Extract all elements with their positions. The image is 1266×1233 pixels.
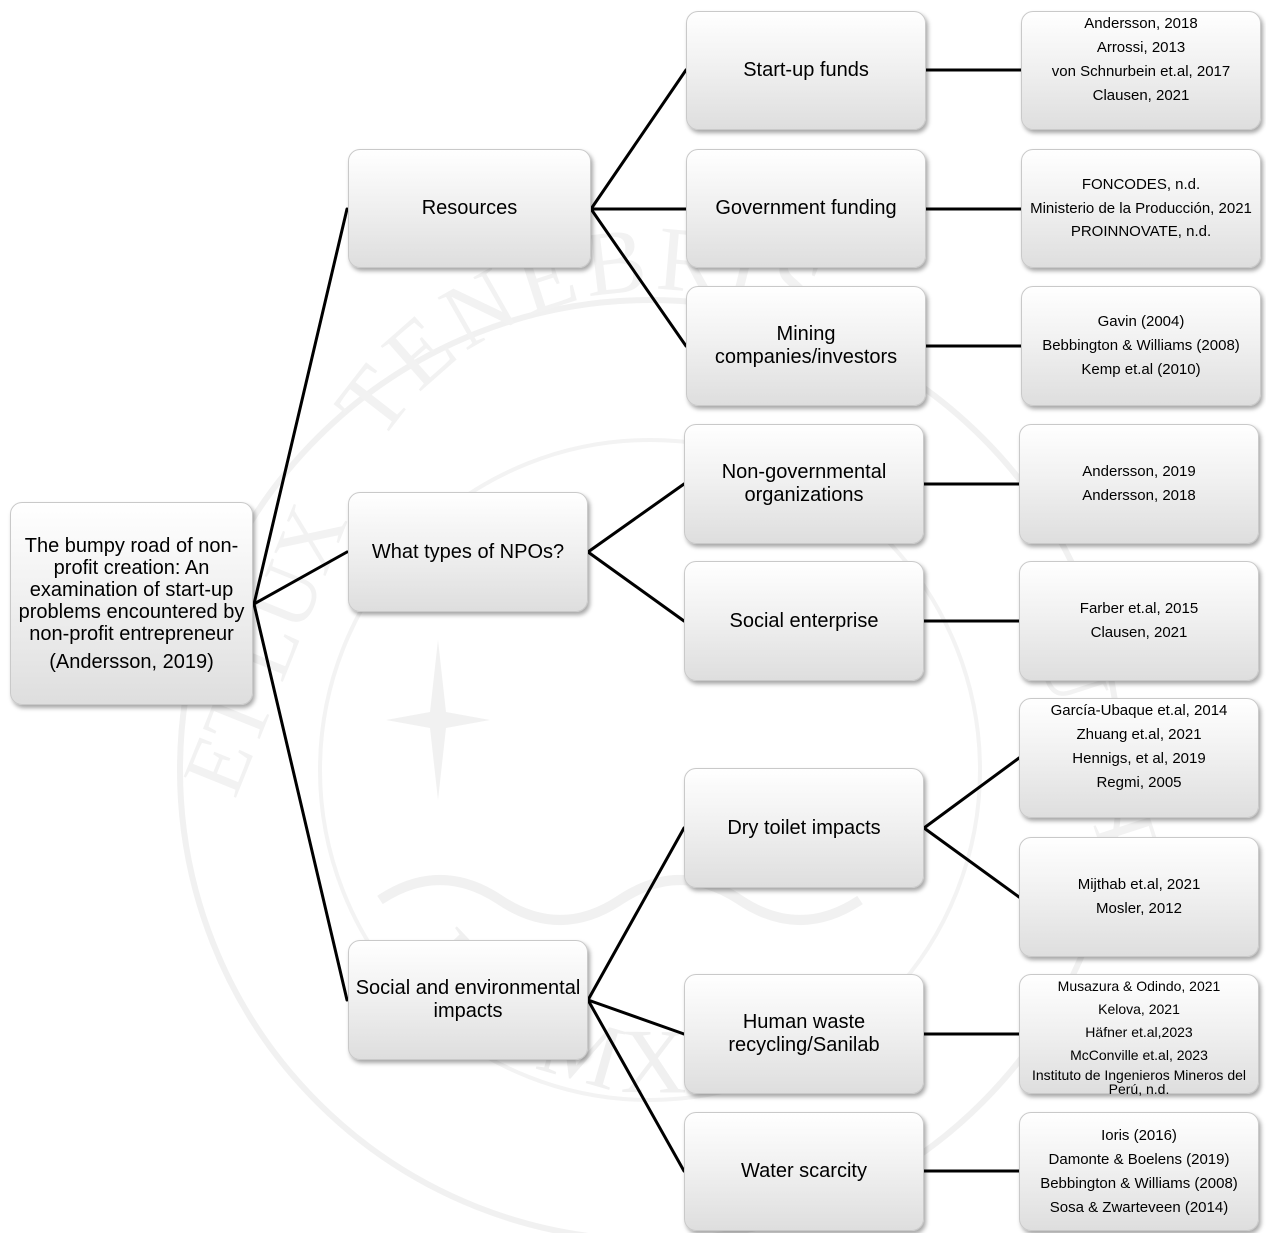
reference-line: García-Ubaque et.al, 2014 — [1050, 702, 1228, 719]
reference-line: Instituto de Ingenieros Mineros del Perú… — [1031, 1067, 1246, 1097]
references-ngo: Andersson, 2019 Andersson, 2018 — [1019, 424, 1259, 544]
reference-line: Regmi, 2005 — [1096, 774, 1182, 791]
connector-dry-toilet-refs-a — [922, 756, 1021, 830]
reference-line: PROINNOVATE, n.d. — [1070, 223, 1212, 240]
subtopic-government-funding: Government funding — [686, 149, 926, 268]
category-label: What types of NPOs? — [371, 540, 565, 563]
reference-line: Bebbington & Williams (2008) — [1042, 337, 1240, 354]
category-npo-types: What types of NPOs? — [348, 492, 588, 612]
connector-impacts-water — [586, 998, 686, 1173]
connector-npo-social-enterprise — [586, 550, 686, 623]
reference-line: Gavin (2004) — [1097, 313, 1185, 330]
category-label: Social and environmental impacts — [355, 977, 581, 1022]
connector-resources-startup — [589, 68, 688, 211]
reference-line: Hennigs, et al, 2019 — [1072, 750, 1206, 767]
reference-line: Andersson, 2018 — [1082, 487, 1196, 504]
seal-waves-icon — [377, 875, 863, 925]
reference-line: Mijthab et.al, 2021 — [1077, 876, 1201, 893]
reference-line: Bebbington & Williams (2008) — [1040, 1174, 1238, 1192]
subtopic-label: Water scarcity — [741, 1160, 867, 1182]
seal-star-icon — [386, 640, 490, 800]
reference-line: FONCODES, n.d. — [1081, 176, 1201, 193]
references-social-enterprise: Farber et.al, 2015 Clausen, 2021 — [1019, 561, 1259, 681]
subtopic-social-enterprise: Social enterprise — [684, 561, 924, 681]
reference-line: von Schnurbein et.al, 2017 — [1051, 63, 1231, 80]
reference-line: Clausen, 2021 — [1090, 624, 1188, 641]
connector-dry-toilet-refs-b — [922, 826, 1021, 899]
connector-root-npo-types — [252, 550, 349, 606]
references-human-waste: Musazura & Odindo, 2021 Kelova, 2021 Häf… — [1019, 974, 1259, 1097]
root-node: The bumpy road of non-profit creation: A… — [10, 502, 253, 705]
reference-line: McConville et.al, 2023 — [1070, 1047, 1208, 1063]
category-label: Resources — [421, 197, 518, 219]
reference-line: Clausen, 2021 — [1092, 87, 1190, 104]
subtopic-dry-toilet: Dry toilet impacts — [684, 768, 924, 888]
subtopic-label: Dry toilet impacts — [727, 816, 881, 839]
reference-line: Ioris (2016) — [1101, 1126, 1177, 1144]
category-resources: Resources — [348, 149, 591, 268]
seal-inner-ring — [318, 438, 982, 1102]
reference-line: Musazura & Odindo, 2021 — [1057, 978, 1221, 994]
connector-root-resources — [252, 207, 349, 606]
subtopic-mining-companies: Mining companies/investors — [686, 286, 926, 406]
connector-root-impacts — [252, 602, 349, 1002]
references-dry-toilet-b: Mijthab et.al, 2021 Mosler, 2012 — [1019, 837, 1259, 957]
root-title: The bumpy road of non-profit creation: A… — [18, 534, 245, 645]
reference-line: Kemp et.al (2010) — [1081, 361, 1201, 378]
references-government-funding: FONCODES, n.d. Ministerio de la Producci… — [1021, 149, 1261, 268]
references-mining-companies: Gavin (2004) Bebbington & Williams (2008… — [1021, 286, 1261, 406]
subtopic-label: Social enterprise — [729, 609, 879, 632]
subtopic-ngo: Non-governmental organizations — [684, 424, 924, 544]
subtopic-label: Non-governmental organizations — [721, 461, 887, 506]
subtopic-label: Start-up funds — [743, 59, 869, 81]
references-dry-toilet-a: García-Ubaque et.al, 2014 Zhuang et.al, … — [1019, 698, 1259, 818]
reference-line: Damonte & Boelens (2019) — [1048, 1150, 1230, 1168]
reference-line: Kelova, 2021 — [1098, 1001, 1180, 1017]
references-water-scarcity: Ioris (2016) Damonte & Boelens (2019) Be… — [1019, 1112, 1259, 1231]
reference-line: Ministerio de la Producción, 2021 — [1030, 200, 1252, 217]
subtopic-label: Human waste recycling/Sanilab — [728, 1011, 880, 1056]
subtopic-startup-funds: Start-up funds — [686, 11, 926, 130]
category-impacts: Social and environmental impacts — [348, 940, 588, 1060]
connector-impacts-dry-toilet — [586, 826, 686, 1002]
reference-line: Andersson, 2018 — [1084, 15, 1198, 32]
connector-impacts-human-waste — [586, 998, 686, 1036]
reference-line: Sosa & Zwarteveen (2014) — [1049, 1198, 1229, 1216]
reference-line: Arrossi, 2013 — [1096, 39, 1186, 56]
reference-line: Farber et.al, 2015 — [1079, 600, 1199, 617]
subtopic-water-scarcity: Water scarcity — [684, 1112, 924, 1231]
root-citation: (Andersson, 2019) — [49, 650, 214, 673]
reference-line: Zhuang et.al, 2021 — [1076, 726, 1202, 743]
subtopic-label: Mining companies/investors — [714, 323, 898, 368]
references-startup-funds: Andersson, 2018 Arrossi, 2013 von Schnur… — [1021, 11, 1261, 130]
reference-line: Häfner et.al,2023 — [1085, 1024, 1193, 1040]
reference-line: Andersson, 2019 — [1082, 463, 1196, 480]
subtopic-label: Government funding — [715, 197, 897, 219]
reference-line: Mosler, 2012 — [1096, 900, 1182, 917]
connector-resources-mining — [589, 207, 688, 348]
connector-npo-ngo — [586, 482, 686, 554]
subtopic-human-waste: Human waste recycling/Sanilab — [684, 974, 924, 1094]
